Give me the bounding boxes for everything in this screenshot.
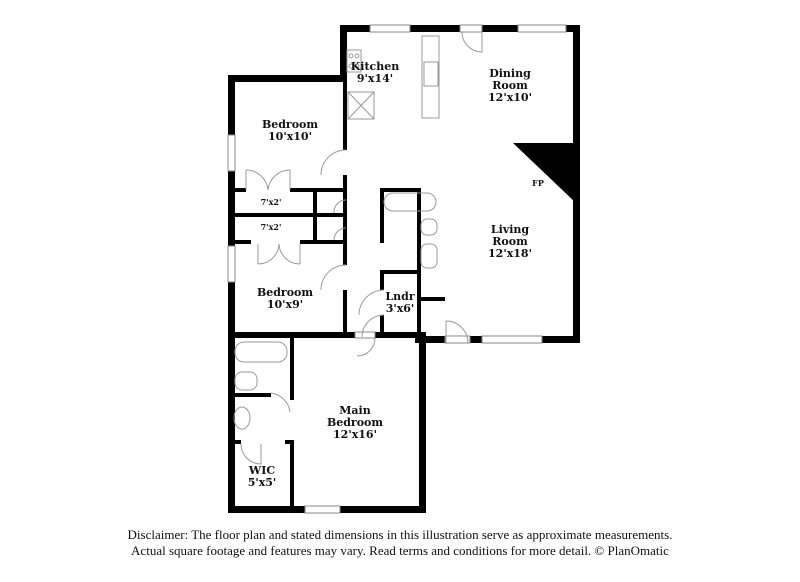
window <box>227 134 236 172</box>
room-dims-bedroom1: 10'x10' <box>268 130 312 143</box>
disclaimer-line-2: Actual square footage and features may v… <box>131 543 669 558</box>
door-opening <box>444 335 471 344</box>
room-label-wic: WIC <box>248 464 275 477</box>
room-label-living-2: Room <box>492 235 528 248</box>
room-dims-kitchen: 9'x14' <box>357 72 393 85</box>
window <box>304 505 341 514</box>
room-dims-closet1: 7'x2' <box>261 197 282 207</box>
room-dims-bedroom2: 10'x9' <box>267 298 303 311</box>
room-labels: Kitchen 9'x14' Dining Room 12'x10' Bedro… <box>248 60 544 489</box>
room-dims-living: 12'x18' <box>488 247 532 260</box>
door-opening <box>459 24 483 33</box>
room-dims-closet2: 7'x2' <box>261 222 282 232</box>
room-dims-main: 12'x16' <box>333 428 377 441</box>
disclaimer-line-1: Disclaimer: The floor plan and stated di… <box>127 527 673 542</box>
room-label-main-2: Bedroom <box>327 416 383 429</box>
fireplace <box>513 143 576 203</box>
fixtures <box>233 31 483 465</box>
fireplace-label: FP <box>532 178 544 188</box>
room-dims-wic: 5'x5' <box>248 476 277 489</box>
room-label-dining-1: Dining <box>489 67 531 80</box>
room-label-living-1: Living <box>491 223 529 236</box>
window <box>517 24 567 33</box>
room-dims-dining: 12'x10' <box>488 91 532 104</box>
openings <box>227 24 567 514</box>
room-label-kitchen: Kitchen <box>351 60 400 73</box>
window <box>227 245 236 283</box>
window <box>369 24 411 33</box>
room-label-laundry: Lndr <box>385 290 414 303</box>
room-dims-laundry: 3'x6' <box>386 302 415 315</box>
room-label-bedroom1: Bedroom <box>262 118 318 131</box>
window <box>481 335 543 344</box>
door-opening <box>354 331 376 339</box>
room-label-main-1: Main <box>339 404 370 417</box>
room-label-bedroom2: Bedroom <box>257 286 313 299</box>
room-label-dining-2: Room <box>492 79 528 92</box>
